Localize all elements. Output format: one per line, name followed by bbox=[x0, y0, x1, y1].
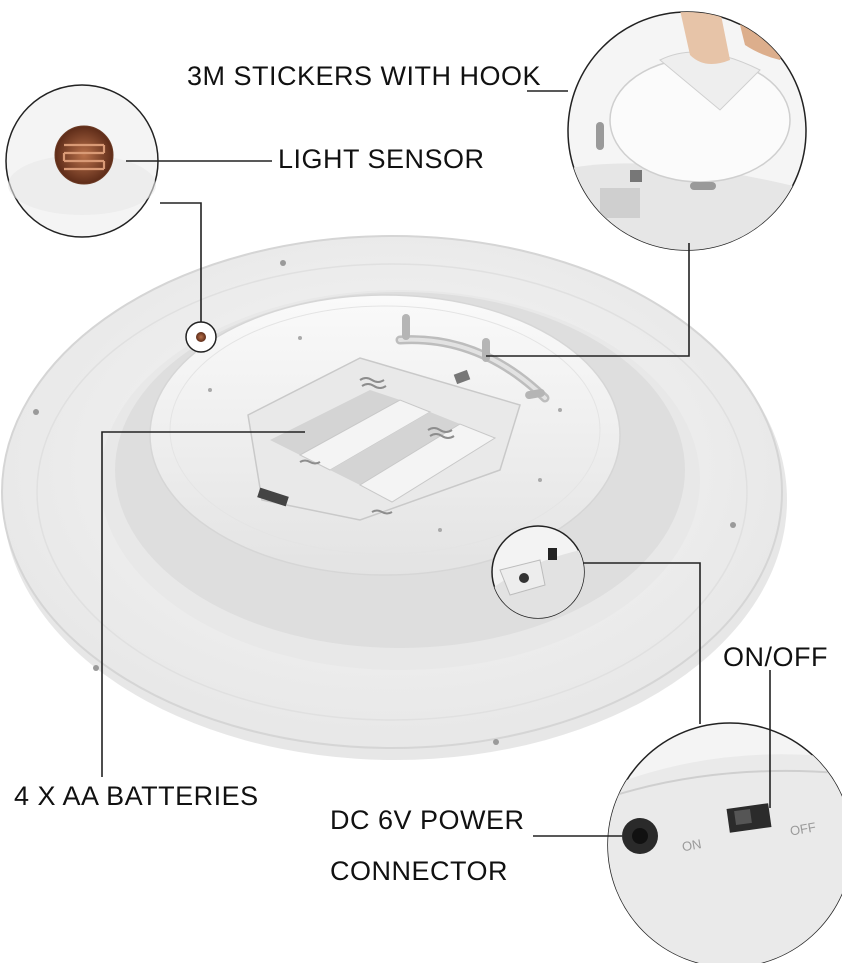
on-off-label: ON/OFF bbox=[723, 642, 828, 672]
battery-compartment bbox=[247, 357, 521, 521]
stickers-callout bbox=[567, 11, 807, 251]
switch-on-mark: ON bbox=[681, 836, 703, 854]
stickers-label: 3M STICKERS WITH HOOK bbox=[187, 61, 542, 91]
leader-batteries bbox=[101, 431, 305, 777]
light-sensor-marker bbox=[185, 321, 217, 353]
leader-lines bbox=[101, 90, 771, 837]
batteries-label: 4 X AA BATTERIES bbox=[14, 781, 259, 811]
leader-sensor-disc bbox=[160, 202, 202, 322]
light-sensor-label: LIGHT SENSOR bbox=[278, 144, 485, 174]
dc-power-label-line2: CONNECTOR bbox=[330, 856, 509, 886]
leader-switch bbox=[583, 562, 701, 724]
hook bbox=[395, 314, 550, 403]
dc-power-label-line1: DC 6V POWER bbox=[330, 805, 525, 835]
switch-off-mark: OFF bbox=[789, 819, 817, 838]
switch-detail-small bbox=[491, 525, 585, 619]
light-sensor-callout bbox=[5, 84, 159, 238]
switch-connector-callout: ON OFF bbox=[607, 722, 842, 963]
leader-hook bbox=[486, 243, 690, 357]
